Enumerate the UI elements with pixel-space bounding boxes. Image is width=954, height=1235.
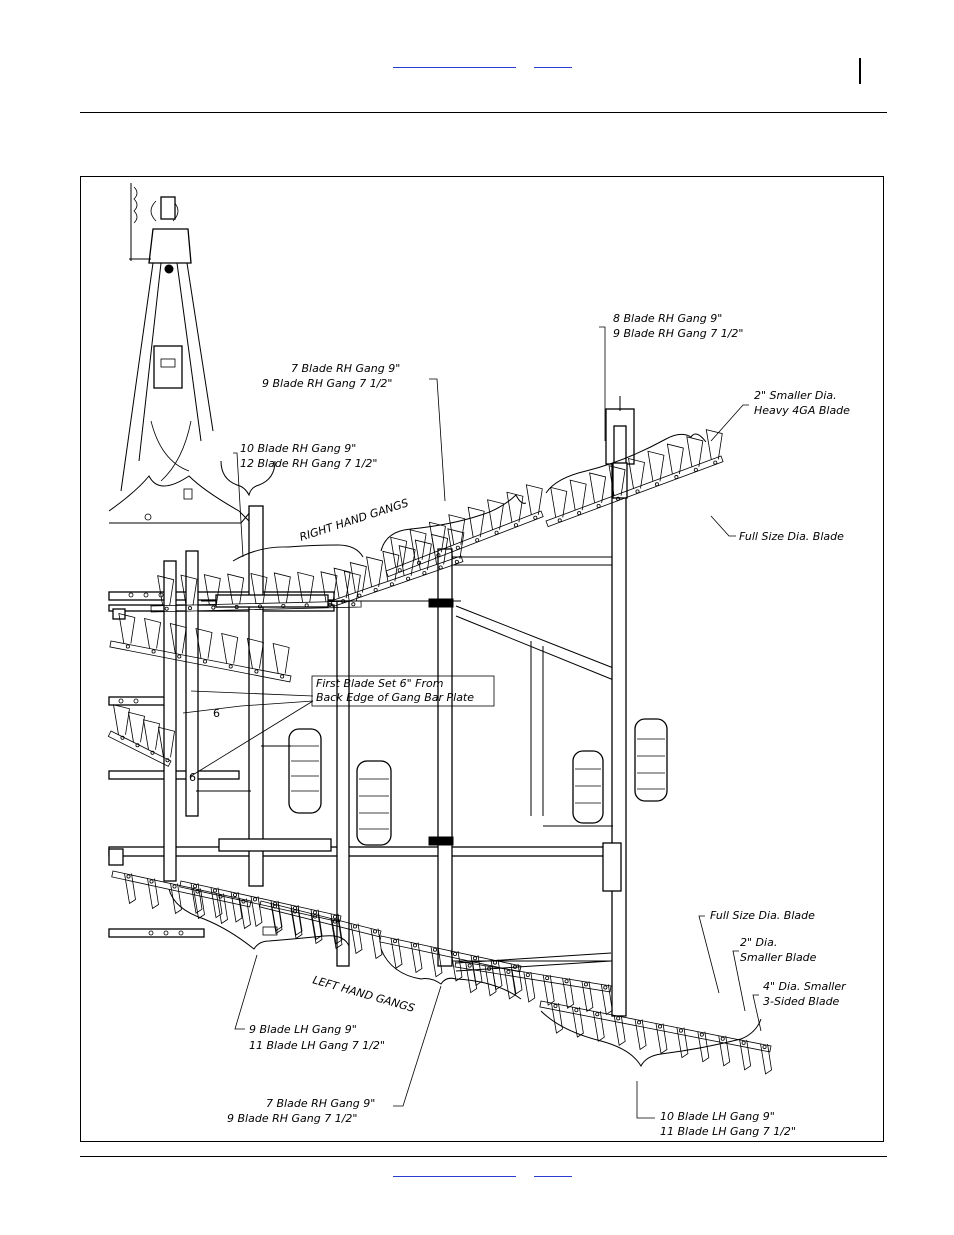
- label-four-inch-a: 4" Dia. Smaller: [763, 980, 847, 993]
- footer-rule: [80, 1156, 887, 1157]
- footer-link-1[interactable]: [393, 1176, 516, 1177]
- wheels: [261, 718, 668, 846]
- label-rh-gang-7-a: 7 Blade RH Gang 9": [291, 362, 400, 375]
- label-rh-gang-8-b: 9 Blade RH Gang 7 1/2": [613, 327, 743, 340]
- label-right-hand-gangs: RIGHT HAND GANGS: [298, 496, 410, 543]
- label-lh-gang-9-b: 11 Blade LH Gang 7 1/2": [249, 1039, 385, 1052]
- leader-lines: [182, 326, 762, 1119]
- label-lh-gang-9-a: 9 Blade LH Gang 9": [249, 1023, 357, 1036]
- label-rh-gang-7-bottom-b: 9 Blade RH Gang 7 1/2": [227, 1112, 357, 1125]
- label-first-blade-a: First Blade Set 6" From: [316, 677, 443, 690]
- label-rh-gang-7-bottom-a: 7 Blade RH Gang 9": [266, 1097, 375, 1110]
- wing-lift-cylinder: [605, 396, 635, 499]
- label-left-hand-gangs: LEFT HAND GANGS: [311, 973, 416, 1015]
- gang-layout-diagram: 8 Blade RH Gang 9" 9 Blade RH Gang 7 1/2…: [107, 183, 850, 1138]
- label-two-inch-a: 2" Dia.: [740, 936, 777, 949]
- main-frame: [108, 455, 627, 1017]
- disc-gangs: [107, 429, 772, 1075]
- label-two-inch-b: Smaller Blade: [740, 951, 817, 964]
- label-heavy-blade-b: Heavy 4GA Blade: [754, 404, 850, 417]
- label-four-inch-b: 3-Sided Blade: [763, 995, 840, 1008]
- callout-labels: 8 Blade RH Gang 9" 9 Blade RH Gang 7 1/2…: [189, 312, 850, 1138]
- label-rh-gang-10-b: 12 Blade RH Gang 7 1/2": [240, 457, 377, 470]
- label-rh-gang-10-a: 10 Blade RH Gang 9": [240, 442, 356, 455]
- label-full-size-bottom: Full Size Dia. Blade: [710, 909, 815, 922]
- label-heavy-blade-a: 2" Smaller Dia.: [754, 389, 837, 402]
- label-rh-gang-7-b: 9 Blade RH Gang 7 1/2": [262, 377, 392, 390]
- label-rh-gang-8-a: 8 Blade RH Gang 9": [613, 312, 722, 325]
- footer-link-2[interactable]: [534, 1176, 572, 1177]
- header-rule: [80, 112, 887, 113]
- label-full-size-top: Full Size Dia. Blade: [739, 530, 844, 543]
- label-lh-gang-10-b: 11 Blade LH Gang 7 1/2": [660, 1125, 796, 1138]
- hitch-tongue: [108, 183, 252, 524]
- header-link-2[interactable]: [534, 67, 572, 68]
- label-lh-gang-10-a: 10 Blade LH Gang 9": [660, 1110, 775, 1123]
- label-first-blade-b: Back Edge of Gang Bar Plate: [316, 691, 474, 704]
- gang-braces: [168, 433, 762, 1068]
- dimension-6-lower: 6: [189, 771, 196, 784]
- header-link-1[interactable]: [393, 67, 516, 68]
- dimension-6-upper: 6: [213, 707, 220, 720]
- diagram-frame: 8 Blade RH Gang 9" 9 Blade RH Gang 7 1/2…: [80, 176, 884, 1142]
- header-margin-bar: [859, 58, 861, 84]
